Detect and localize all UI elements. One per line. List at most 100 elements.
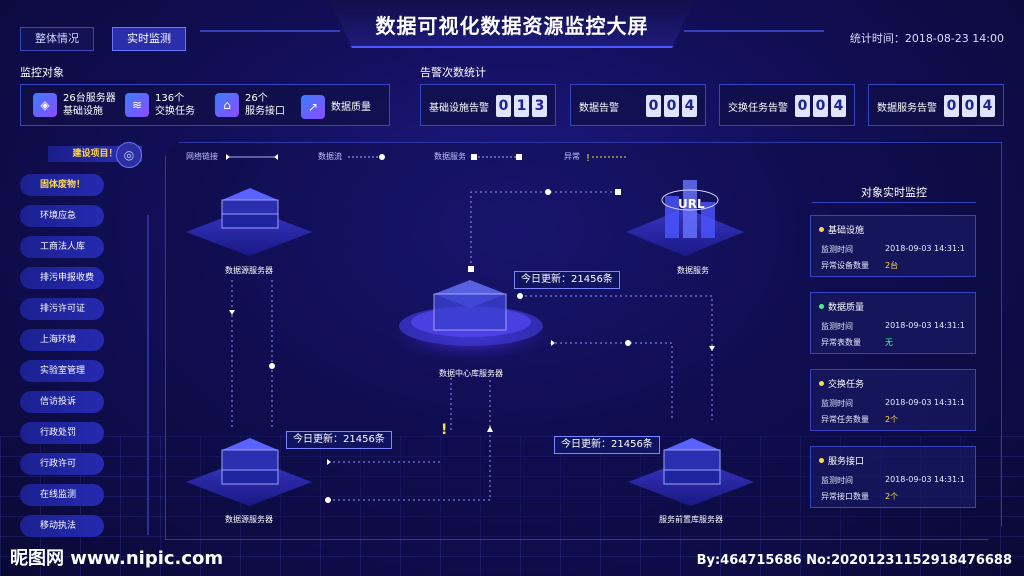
card-row-label: 监测时间	[821, 322, 853, 331]
card-row-value: 2个	[885, 492, 899, 501]
card-row-value: 2018-09-03 14:31:1	[885, 244, 965, 253]
header-line-right	[684, 30, 824, 32]
sidebar-item[interactable]: 工商法人库	[20, 236, 104, 258]
monitor-objects-box: ◈ 26台服务器基础设施 ≋ 136个交换任务 ⌂ 26个服务接口 ↗ 数据质量	[20, 84, 390, 126]
svg-text:!: !	[586, 153, 590, 162]
legend-network-label: 网络链接	[186, 152, 218, 161]
svg-text:!: !	[441, 422, 447, 438]
digit: 4	[831, 95, 846, 117]
dataservice-line-icon	[471, 153, 522, 160]
monitor-item-line1: 26个	[245, 93, 268, 104]
monitor-item-line2: 交换任务	[155, 106, 195, 117]
monitor-item-line1: 26台服务器	[63, 93, 116, 104]
card-data-quality[interactable]: 数据质量 监测时间 2018-09-03 14:31:1 异常表数量 无	[810, 292, 976, 354]
sidebar-item[interactable]: 环境应急	[20, 205, 104, 227]
server-top-left[interactable]	[186, 188, 312, 256]
status-dot-icon	[819, 304, 824, 309]
card-row-value: 2018-09-03 14:31:1	[885, 475, 965, 484]
card-row-label: 异常任务数量	[821, 415, 869, 424]
monitor-item-line1: 136个	[155, 93, 185, 104]
watermark-right: By:464715686 No:20201231152918476688	[696, 553, 1012, 568]
legend-dataservice-label: 数据服务	[434, 152, 466, 161]
card-row-label: 异常表数量	[821, 338, 861, 347]
digit: 0	[664, 95, 679, 117]
status-dot-icon	[819, 381, 824, 386]
connection-lines	[231, 191, 713, 501]
card-title: 交换任务	[828, 380, 865, 390]
digit: 4	[682, 95, 697, 117]
monitor-item-quality[interactable]: ↗ 数据质量	[301, 95, 371, 119]
alerts-label: 告警次数统计	[420, 66, 486, 79]
alert-label: 交换任务告警	[728, 103, 788, 114]
card-title: 数据质量	[828, 303, 865, 313]
digit: 0	[496, 95, 511, 117]
digit: 0	[795, 95, 810, 117]
monitor-item-exchange[interactable]: ≋ 136个交换任务	[125, 92, 195, 118]
card-row-value: 2台	[885, 261, 899, 270]
node-label-source-bottom: 数据源服务器	[225, 515, 273, 524]
legend-dataflow: 数据流	[318, 151, 386, 162]
card-row-label: 监测时间	[821, 399, 853, 408]
server-bottom-left[interactable]	[186, 438, 312, 506]
callout-center-update: 今日更新：21456条	[514, 271, 620, 289]
alert-label: 数据服务告警	[877, 103, 937, 114]
header-line-left	[200, 30, 340, 32]
node-label-source-top: 数据源服务器	[225, 266, 273, 275]
store-icon: ⌂	[215, 93, 239, 117]
node-label-data-service: 数据服务	[677, 266, 709, 275]
card-row-value: 2018-09-03 14:31:1	[885, 398, 965, 407]
sidebar-scrollbar[interactable]	[147, 215, 149, 535]
stat-time: 统计时间：2018-08-23 14:00	[849, 32, 1004, 45]
legend-abnormal-label: 异常	[564, 152, 580, 161]
monitor-objects-label: 监控对象	[20, 66, 64, 79]
monitor-item-interface[interactable]: ⌂ 26个服务接口	[215, 92, 285, 118]
sidebar-item[interactable]: 排污申报收费	[20, 267, 104, 289]
sidebar-item[interactable]: 在线监测	[20, 484, 104, 506]
alert-digits: 0 0 4	[944, 95, 995, 117]
sidebar-item[interactable]: 实验室管理	[20, 360, 104, 382]
card-service-interface[interactable]: 服务接口 监测时间 2018-09-03 14:31:1 异常接口数量 2个	[810, 446, 976, 508]
monitor-item-line1: 数据质量	[331, 101, 371, 113]
digit: 0	[962, 95, 977, 117]
tab-realtime[interactable]: 实时监测	[112, 27, 186, 51]
abnormal-line-icon: !	[586, 153, 626, 162]
card-exchange-task[interactable]: 交换任务 监测时间 2018-09-03 14:31:1 异常任务数量 2个	[810, 369, 976, 431]
sidebar-item[interactable]: 行政许可	[20, 453, 104, 475]
alert-label: 数据告警	[579, 103, 619, 114]
sidebar-item[interactable]: 上海环境	[20, 329, 104, 351]
dataflow-line-icon	[348, 153, 385, 160]
data-service-node[interactable]: URL	[626, 180, 744, 256]
monitor-item-infrastructure[interactable]: ◈ 26台服务器基础设施	[33, 92, 116, 118]
status-dot-icon	[819, 227, 824, 232]
digit: 0	[944, 95, 959, 117]
monitor-item-line2: 基础设施	[63, 106, 103, 117]
svg-text:URL: URL	[678, 197, 705, 211]
alert-exchange[interactable]: 交换任务告警 0 0 4	[719, 84, 855, 126]
sidebar-item-solid-waste[interactable]: 固体废物！	[20, 174, 104, 196]
card-row-value: 无	[885, 338, 893, 347]
sidebar-item[interactable]: 信访投诉	[20, 391, 104, 413]
sidebar-item[interactable]: 排污许可证	[20, 298, 104, 320]
server-center[interactable]	[391, 280, 551, 360]
sidebar-item[interactable]: 移动执法	[20, 515, 104, 537]
alert-digits: 0 1 3	[496, 95, 547, 117]
alert-data[interactable]: 数据告警 0 0 4	[570, 84, 706, 126]
sidebar-item[interactable]: 行政处罚	[20, 422, 104, 444]
tab-overview[interactable]: 整体情况	[20, 27, 94, 51]
digit: 4	[980, 95, 995, 117]
card-row-label: 异常接口数量	[821, 492, 869, 501]
node-label-center: 数据中心库服务器	[439, 369, 503, 378]
server-bottom-right[interactable]	[628, 438, 754, 506]
page-title: 数据可视化数据资源监控大屏	[375, 14, 649, 38]
alert-service[interactable]: 数据服务告警 0 0 4	[868, 84, 1004, 126]
card-title: 服务接口	[828, 457, 865, 467]
card-infrastructure[interactable]: 基础设施 监测时间 2018-09-03 14:31:1 异常设备数量 2台	[810, 215, 976, 277]
card-title: 基础设施	[828, 226, 865, 236]
planet-icon: ◎	[116, 142, 142, 168]
legend-dataservice: 数据服务	[434, 151, 524, 162]
legend-dataflow-label: 数据流	[318, 152, 342, 161]
alert-infrastructure[interactable]: 基础设施告警 0 1 3	[420, 84, 556, 126]
realtime-title: 对象实时监控	[861, 186, 927, 199]
node-label-frontend: 服务前置库服务器	[659, 515, 723, 524]
realtime-title-divider	[812, 202, 976, 203]
